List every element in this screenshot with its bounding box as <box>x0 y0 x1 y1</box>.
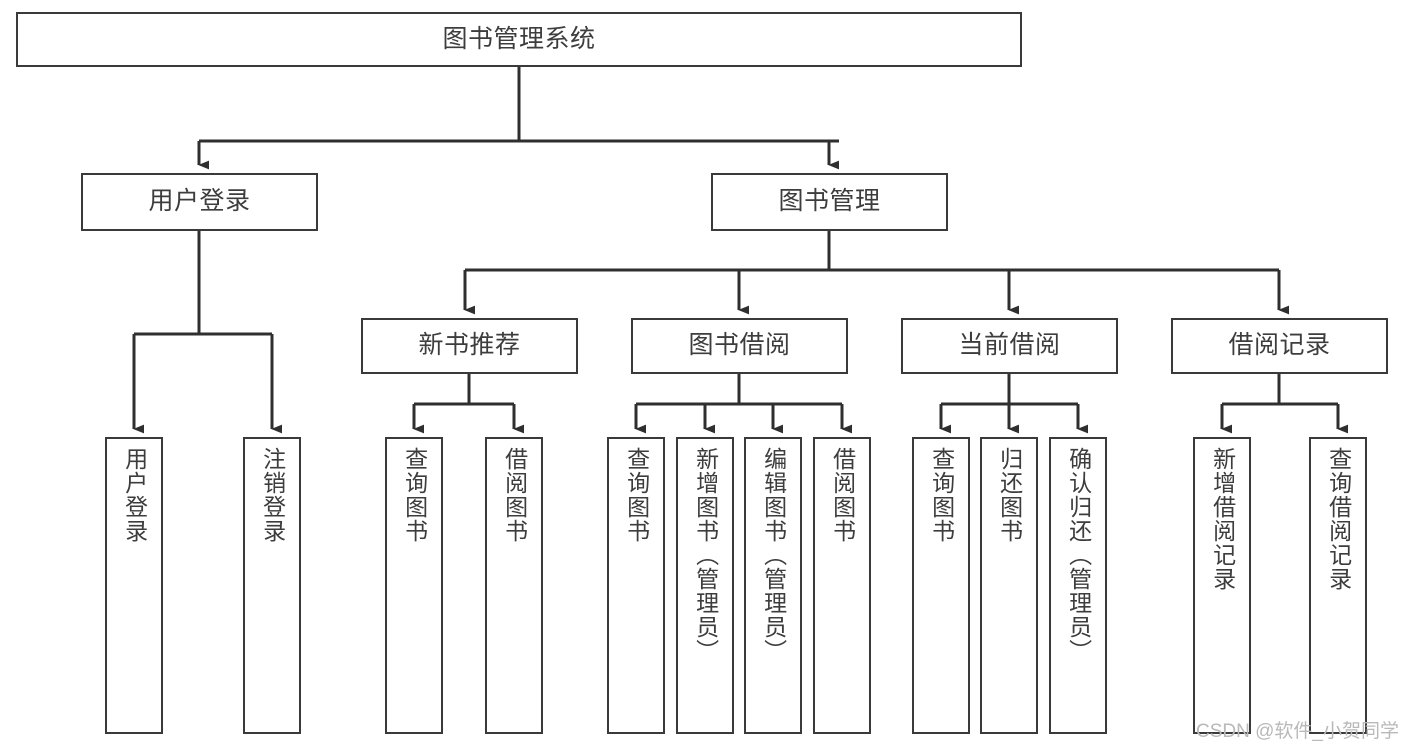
node-leaf-12-label: 新增借阅记录 <box>1209 447 1236 591</box>
node-leaf-8[interactable]: 借阅图书 <box>813 437 871 734</box>
node-leaf-4-label: 借阅图书 <box>501 447 528 543</box>
node-login[interactable]: 用户登录 <box>81 173 318 231</box>
node-current[interactable]: 当前借阅 <box>901 318 1118 374</box>
node-leaf-4[interactable]: 借阅图书 <box>485 437 543 734</box>
node-leaf-2[interactable]: 注销登录 <box>243 437 301 734</box>
node-leaf-10-label: 归还图书 <box>996 447 1023 543</box>
node-leaf-3[interactable]: 查询图书 <box>385 437 443 734</box>
node-leaf-12[interactable]: 新增借阅记录 <box>1193 437 1251 734</box>
node-leaf-6[interactable]: 新增图书（管理员） <box>676 437 734 734</box>
node-leaf-7-label: 编辑图书（管理员） <box>760 447 787 663</box>
node-leaf-9[interactable]: 查询图书 <box>912 437 970 734</box>
node-leaf-11[interactable]: 确认归还（管理员） <box>1049 437 1107 734</box>
node-bookmgmt[interactable]: 图书管理 <box>711 173 948 231</box>
node-leaf-10[interactable]: 归还图书 <box>980 437 1038 734</box>
node-leaf-9-label: 查询图书 <box>928 447 955 543</box>
node-bookmgmt-label: 图书管理 <box>778 187 881 216</box>
node-leaf-6-label: 新增图书（管理员） <box>692 447 719 663</box>
node-root-label: 图书管理系统 <box>442 24 596 53</box>
node-leaf-5[interactable]: 查询图书 <box>607 437 665 734</box>
node-leaf-1[interactable]: 用户登录 <box>105 437 163 734</box>
node-newbook[interactable]: 新书推荐 <box>361 318 578 374</box>
node-leaf-13-label: 查询借阅记录 <box>1325 447 1352 591</box>
node-current-label: 当前借阅 <box>958 331 1061 360</box>
node-leaf-13[interactable]: 查询借阅记录 <box>1309 437 1367 734</box>
node-leaf-5-label: 查询图书 <box>623 447 650 543</box>
node-login-label: 用户登录 <box>148 187 251 216</box>
csdn-watermark: CSDN @软件_小贺同学 <box>1196 721 1399 742</box>
node-borrow[interactable]: 图书借阅 <box>631 318 848 374</box>
node-borrow-label: 图书借阅 <box>688 331 791 360</box>
node-leaf-3-label: 查询图书 <box>401 447 428 543</box>
node-records[interactable]: 借阅记录 <box>1171 318 1388 374</box>
node-newbook-label: 新书推荐 <box>418 331 521 360</box>
node-leaf-7[interactable]: 编辑图书（管理员） <box>744 437 802 734</box>
node-records-label: 借阅记录 <box>1228 331 1331 360</box>
node-root[interactable]: 图书管理系统 <box>16 12 1022 67</box>
node-leaf-11-label: 确认归还（管理员） <box>1065 447 1092 663</box>
node-leaf-2-label: 注销登录 <box>259 447 286 543</box>
node-leaf-8-label: 借阅图书 <box>829 447 856 543</box>
node-leaf-1-label: 用户登录 <box>121 447 148 543</box>
